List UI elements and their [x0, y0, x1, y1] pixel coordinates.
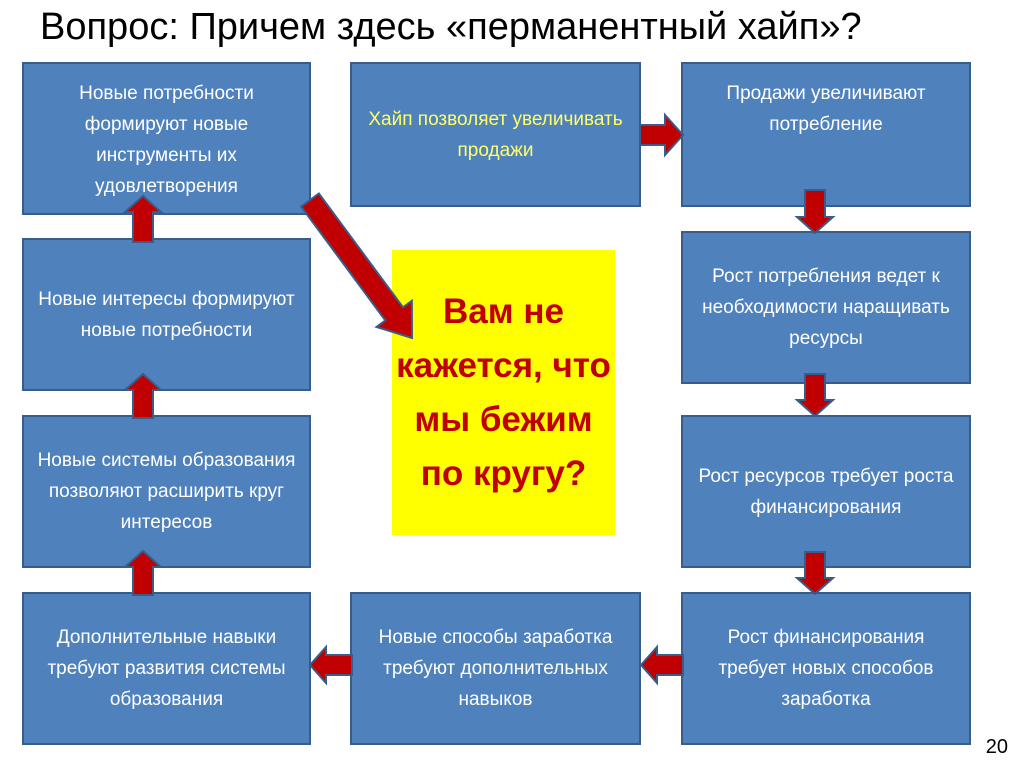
down-arrow-icon: [794, 373, 836, 418]
down-arrow-icon: [794, 189, 836, 235]
box-additional-skills: Дополнительные навыки требуют развития с…: [22, 592, 311, 745]
left-arrow-icon: [639, 644, 684, 686]
box-text: Новые потребности формируют новые инстру…: [79, 83, 254, 197]
box-text: Новые интересы формируют новые потребнос…: [38, 288, 295, 341]
box-consumption-resources: Рост потребления ведет к необходимости н…: [681, 231, 971, 384]
center-question-box: Вам не кажется, что мы бежим по кругу?: [392, 250, 615, 535]
box-new-earning-ways: Новые способы заработка требуют дополнит…: [350, 592, 641, 745]
down-arrow-icon: [794, 551, 836, 596]
box-text: Рост финансирования требует новых способ…: [718, 627, 934, 710]
box-education-systems: Новые системы образования позволяют расш…: [22, 415, 311, 568]
up-arrow-icon: [122, 372, 164, 419]
slide-title: Вопрос: Причем здесь «перманентный хайп»…: [40, 6, 862, 48]
diagonal-arrow-icon: [299, 192, 414, 340]
box-resources-funding: Рост ресурсов требует роста финансирован…: [681, 415, 971, 568]
right-arrow-icon: [639, 112, 685, 158]
box-new-interests: Новые интересы формируют новые потребнос…: [22, 238, 311, 391]
box-text: Продажи увеличивают потребление: [726, 83, 926, 135]
box-text: Хайп позволяет увеличивать продажи: [368, 108, 623, 161]
box-text: Новые способы заработка требуют дополнит…: [378, 627, 613, 710]
up-arrow-icon: [122, 194, 164, 243]
box-new-needs-tools: Новые потребности формируют новые инстру…: [22, 62, 311, 215]
box-funding-earning: Рост финансирования требует новых способ…: [681, 592, 971, 745]
box-text: Рост ресурсов требует роста финансирован…: [698, 465, 954, 518]
box-text: Рост потребления ведет к необходимости н…: [702, 266, 950, 349]
page-number: 20: [985, 736, 1008, 758]
left-arrow-icon: [308, 644, 353, 686]
center-question-text: Вам не кажется, что мы бежим по кругу?: [396, 291, 611, 493]
box-hype-sales: Хайп позволяет увеличивать продажи: [350, 62, 641, 207]
up-arrow-icon: [122, 549, 164, 596]
box-text: Новые системы образования позволяют расш…: [37, 450, 296, 533]
box-text: Дополнительные навыки требуют развития с…: [47, 627, 286, 710]
